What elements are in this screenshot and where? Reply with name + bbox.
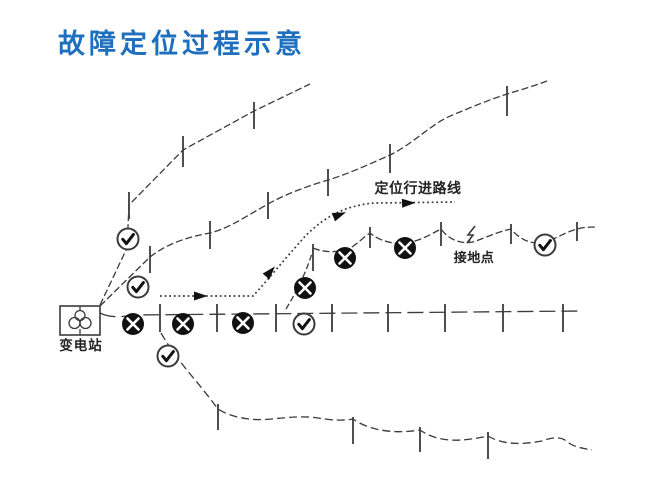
check-icon xyxy=(131,281,145,294)
ok-circle xyxy=(116,227,140,251)
feeder-line-top xyxy=(99,83,311,306)
ok-indicator xyxy=(116,227,140,251)
route-label: 定位行进路线 xyxy=(375,180,462,197)
fault-indicator xyxy=(394,237,416,259)
route-arrowhead xyxy=(401,198,416,208)
substation-label: 变电站 xyxy=(59,337,103,354)
check-icon xyxy=(161,350,175,363)
route-arrowhead xyxy=(194,291,208,301)
x-icon xyxy=(398,241,412,255)
ok-circle xyxy=(126,275,150,299)
x-icon xyxy=(236,316,250,330)
check-icon xyxy=(121,233,135,246)
x-icon xyxy=(126,317,140,331)
x-icon xyxy=(338,251,352,265)
fault-indicator xyxy=(294,277,316,299)
ok-indicator xyxy=(292,312,316,336)
bottom-branch-line xyxy=(160,332,593,451)
check-icon xyxy=(538,239,552,252)
fault-branch-line xyxy=(312,226,598,253)
x-icon xyxy=(298,281,312,295)
page-title: 故障定位过程示意 xyxy=(58,29,306,60)
feeder-line-upper xyxy=(99,80,548,307)
main-feeder-line xyxy=(99,310,584,318)
ok-indicator xyxy=(156,344,180,368)
fault-indicator xyxy=(172,313,194,335)
fault-indicator xyxy=(334,247,356,269)
check-icon xyxy=(297,318,311,331)
route-arrowhead xyxy=(331,212,347,222)
lightning-icon xyxy=(466,225,476,244)
substation-symbol xyxy=(59,305,101,336)
route-arrowhead xyxy=(262,266,275,280)
ok-circle xyxy=(533,233,557,257)
ok-circle xyxy=(156,344,180,368)
transformer-icon xyxy=(68,306,92,335)
ground-point-label: 接地点 xyxy=(454,250,495,266)
x-icon xyxy=(176,317,190,331)
fault-indicator xyxy=(232,312,254,334)
ok-indicator xyxy=(126,275,150,299)
ok-indicator xyxy=(533,233,557,257)
fault-indicator xyxy=(122,313,144,335)
ok-circle xyxy=(292,312,316,336)
